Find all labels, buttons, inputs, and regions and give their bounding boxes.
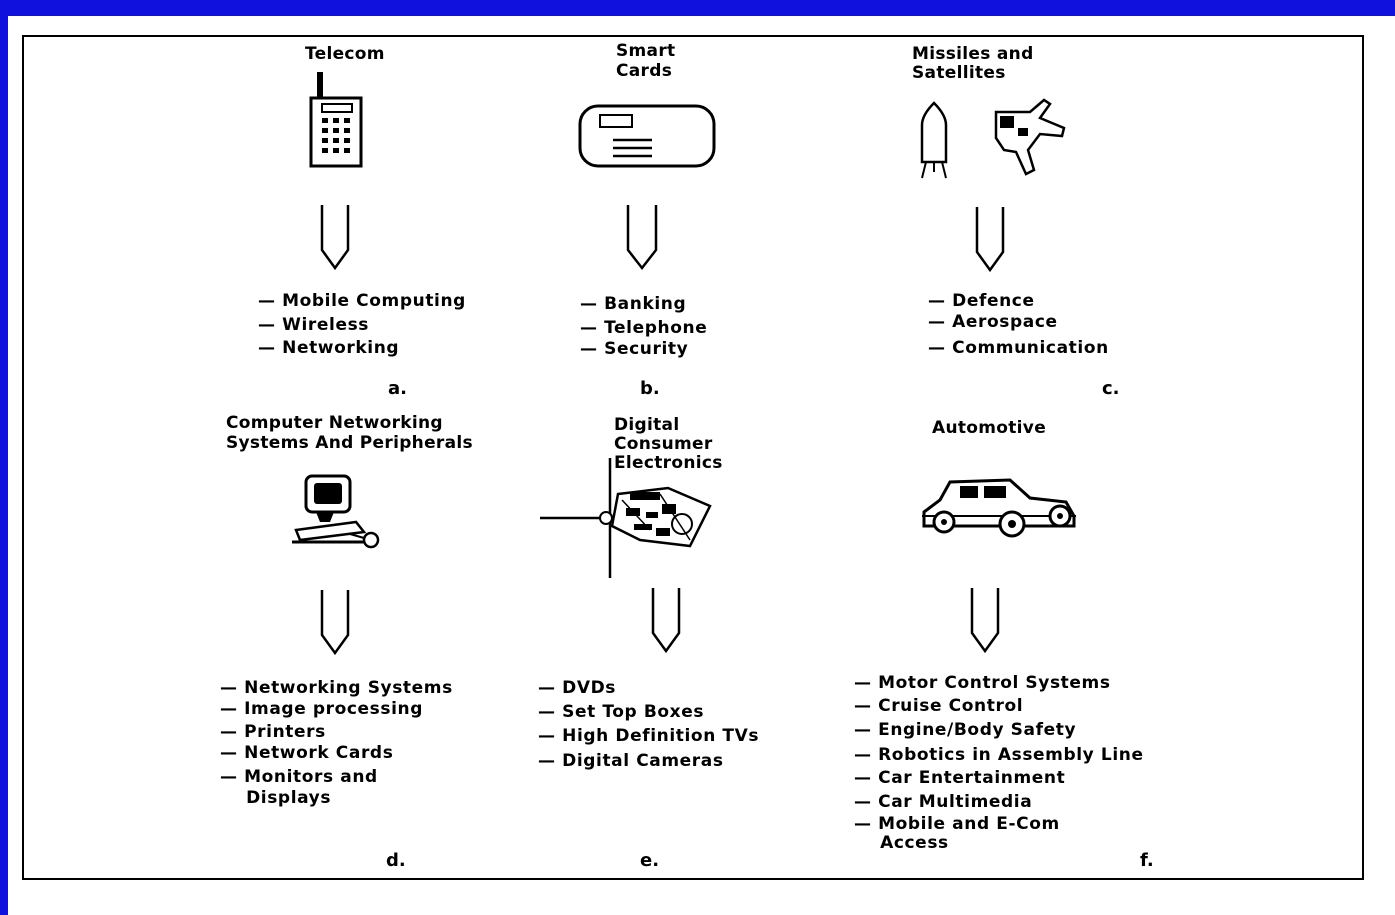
frame-top-border xyxy=(0,0,1395,16)
panel-c-label: c. xyxy=(1102,378,1120,399)
list-item: — Wireless xyxy=(258,315,370,335)
panel-e-title-1: Digital xyxy=(614,415,680,435)
list-item: — Monitors and xyxy=(220,767,378,787)
list-item: Access xyxy=(854,833,949,853)
list-item: — Networking xyxy=(258,338,400,358)
panel-b-title-1: Smart xyxy=(616,41,676,61)
list-item: — Car Entertainment xyxy=(854,768,1066,788)
list-item: — Banking xyxy=(580,294,687,314)
list-item: — Robotics in Assembly Line xyxy=(854,745,1144,765)
list-item: — Image processing xyxy=(220,699,424,719)
list-item: — Security xyxy=(580,339,689,359)
list-item: — High Definition TVs xyxy=(538,726,760,746)
panel-c-title-2: Satellites xyxy=(912,63,1006,83)
panel-c-title-1: Missiles and xyxy=(912,44,1034,64)
panel-f-label: f. xyxy=(1140,850,1154,871)
panel-e-label: e. xyxy=(640,850,660,871)
panel-a-title: Telecom xyxy=(305,44,385,64)
list-item: — Network Cards xyxy=(220,743,394,763)
list-item: — Engine/Body Safety xyxy=(854,720,1077,740)
panel-e-title-3: Electronics xyxy=(614,453,723,473)
panel-b-title-2: Cards xyxy=(616,61,673,81)
list-item: — Communication xyxy=(928,338,1109,358)
list-item: — Printers xyxy=(220,722,326,742)
list-item: — Mobile and E-Com xyxy=(854,814,1060,834)
list-item: — DVDs xyxy=(538,678,617,698)
panel-a-label: a. xyxy=(388,378,407,399)
list-item: — Set Top Boxes xyxy=(538,702,705,722)
list-item: — Mobile Computing xyxy=(258,291,466,311)
list-item: — Motor Control Systems xyxy=(854,673,1111,693)
list-item: — Defence xyxy=(928,291,1035,311)
list-item: — Car Multimedia xyxy=(854,792,1033,812)
list-item: — Networking Systems xyxy=(220,678,453,698)
panel-e-title-2: Consumer xyxy=(614,434,713,454)
frame-left-border xyxy=(0,0,8,915)
panel-d-label: d. xyxy=(386,850,406,871)
panel-d-title-1: Computer Networking xyxy=(226,413,443,433)
diagram-panel xyxy=(22,35,1364,880)
panel-b-label: b. xyxy=(640,378,660,399)
list-item: — Aerospace xyxy=(928,312,1058,332)
list-item: — Digital Cameras xyxy=(538,751,724,771)
list-item: Displays xyxy=(220,788,332,808)
list-item: — Telephone xyxy=(580,318,708,338)
list-item: — Cruise Control xyxy=(854,696,1024,716)
panel-d-title-2: Systems And Peripherals xyxy=(226,433,473,453)
panel-f-title: Automotive xyxy=(932,418,1047,438)
